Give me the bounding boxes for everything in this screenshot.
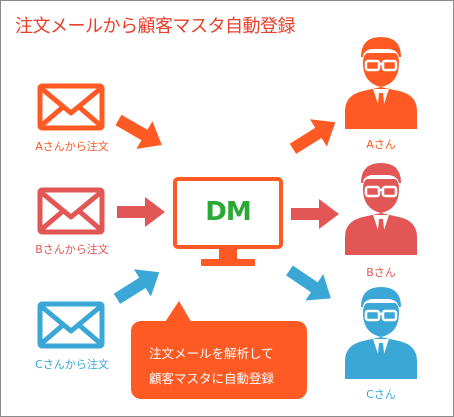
arrow-c-to-monitor: [113, 269, 160, 304]
sender-label-a: Aさんから注文: [35, 140, 109, 153]
arrow-monitor-to-a: [289, 119, 336, 154]
sender-label-c: Cさんから注文: [35, 358, 109, 371]
envelope-icon-c: [37, 301, 105, 349]
sender-label-b: Bさんから注文: [35, 243, 109, 256]
arrow-b-to-monitor: [117, 197, 165, 227]
customer-label-c: Cさん: [366, 388, 396, 401]
arrow-a-to-monitor: [115, 114, 162, 149]
callout-line-2: 顧客マスタに自動登録: [149, 371, 275, 386]
callout-line-1: 注文メールを解析して: [149, 346, 274, 361]
person-icon-b: [345, 163, 417, 255]
arrow-monitor-to-b: [291, 199, 339, 229]
person-icon-c: [345, 287, 417, 379]
customer-label-a: Aさん: [366, 138, 396, 151]
callout-tail: [163, 301, 193, 325]
arrow-monitor-to-c: [286, 265, 331, 301]
person-icon-a: [345, 37, 417, 129]
diagram-title: 注文メールから顧客マスタ自動登録: [15, 16, 296, 37]
callout-box: 注文メールを解析して 顧客マスタに自動登録: [131, 321, 307, 399]
envelope-icon-a: [37, 83, 105, 131]
monitor-icon: [173, 177, 283, 266]
dm-logo: DM: [205, 197, 251, 227]
envelope-icon-b: [37, 187, 105, 235]
customer-label-b: Bさん: [366, 266, 396, 279]
